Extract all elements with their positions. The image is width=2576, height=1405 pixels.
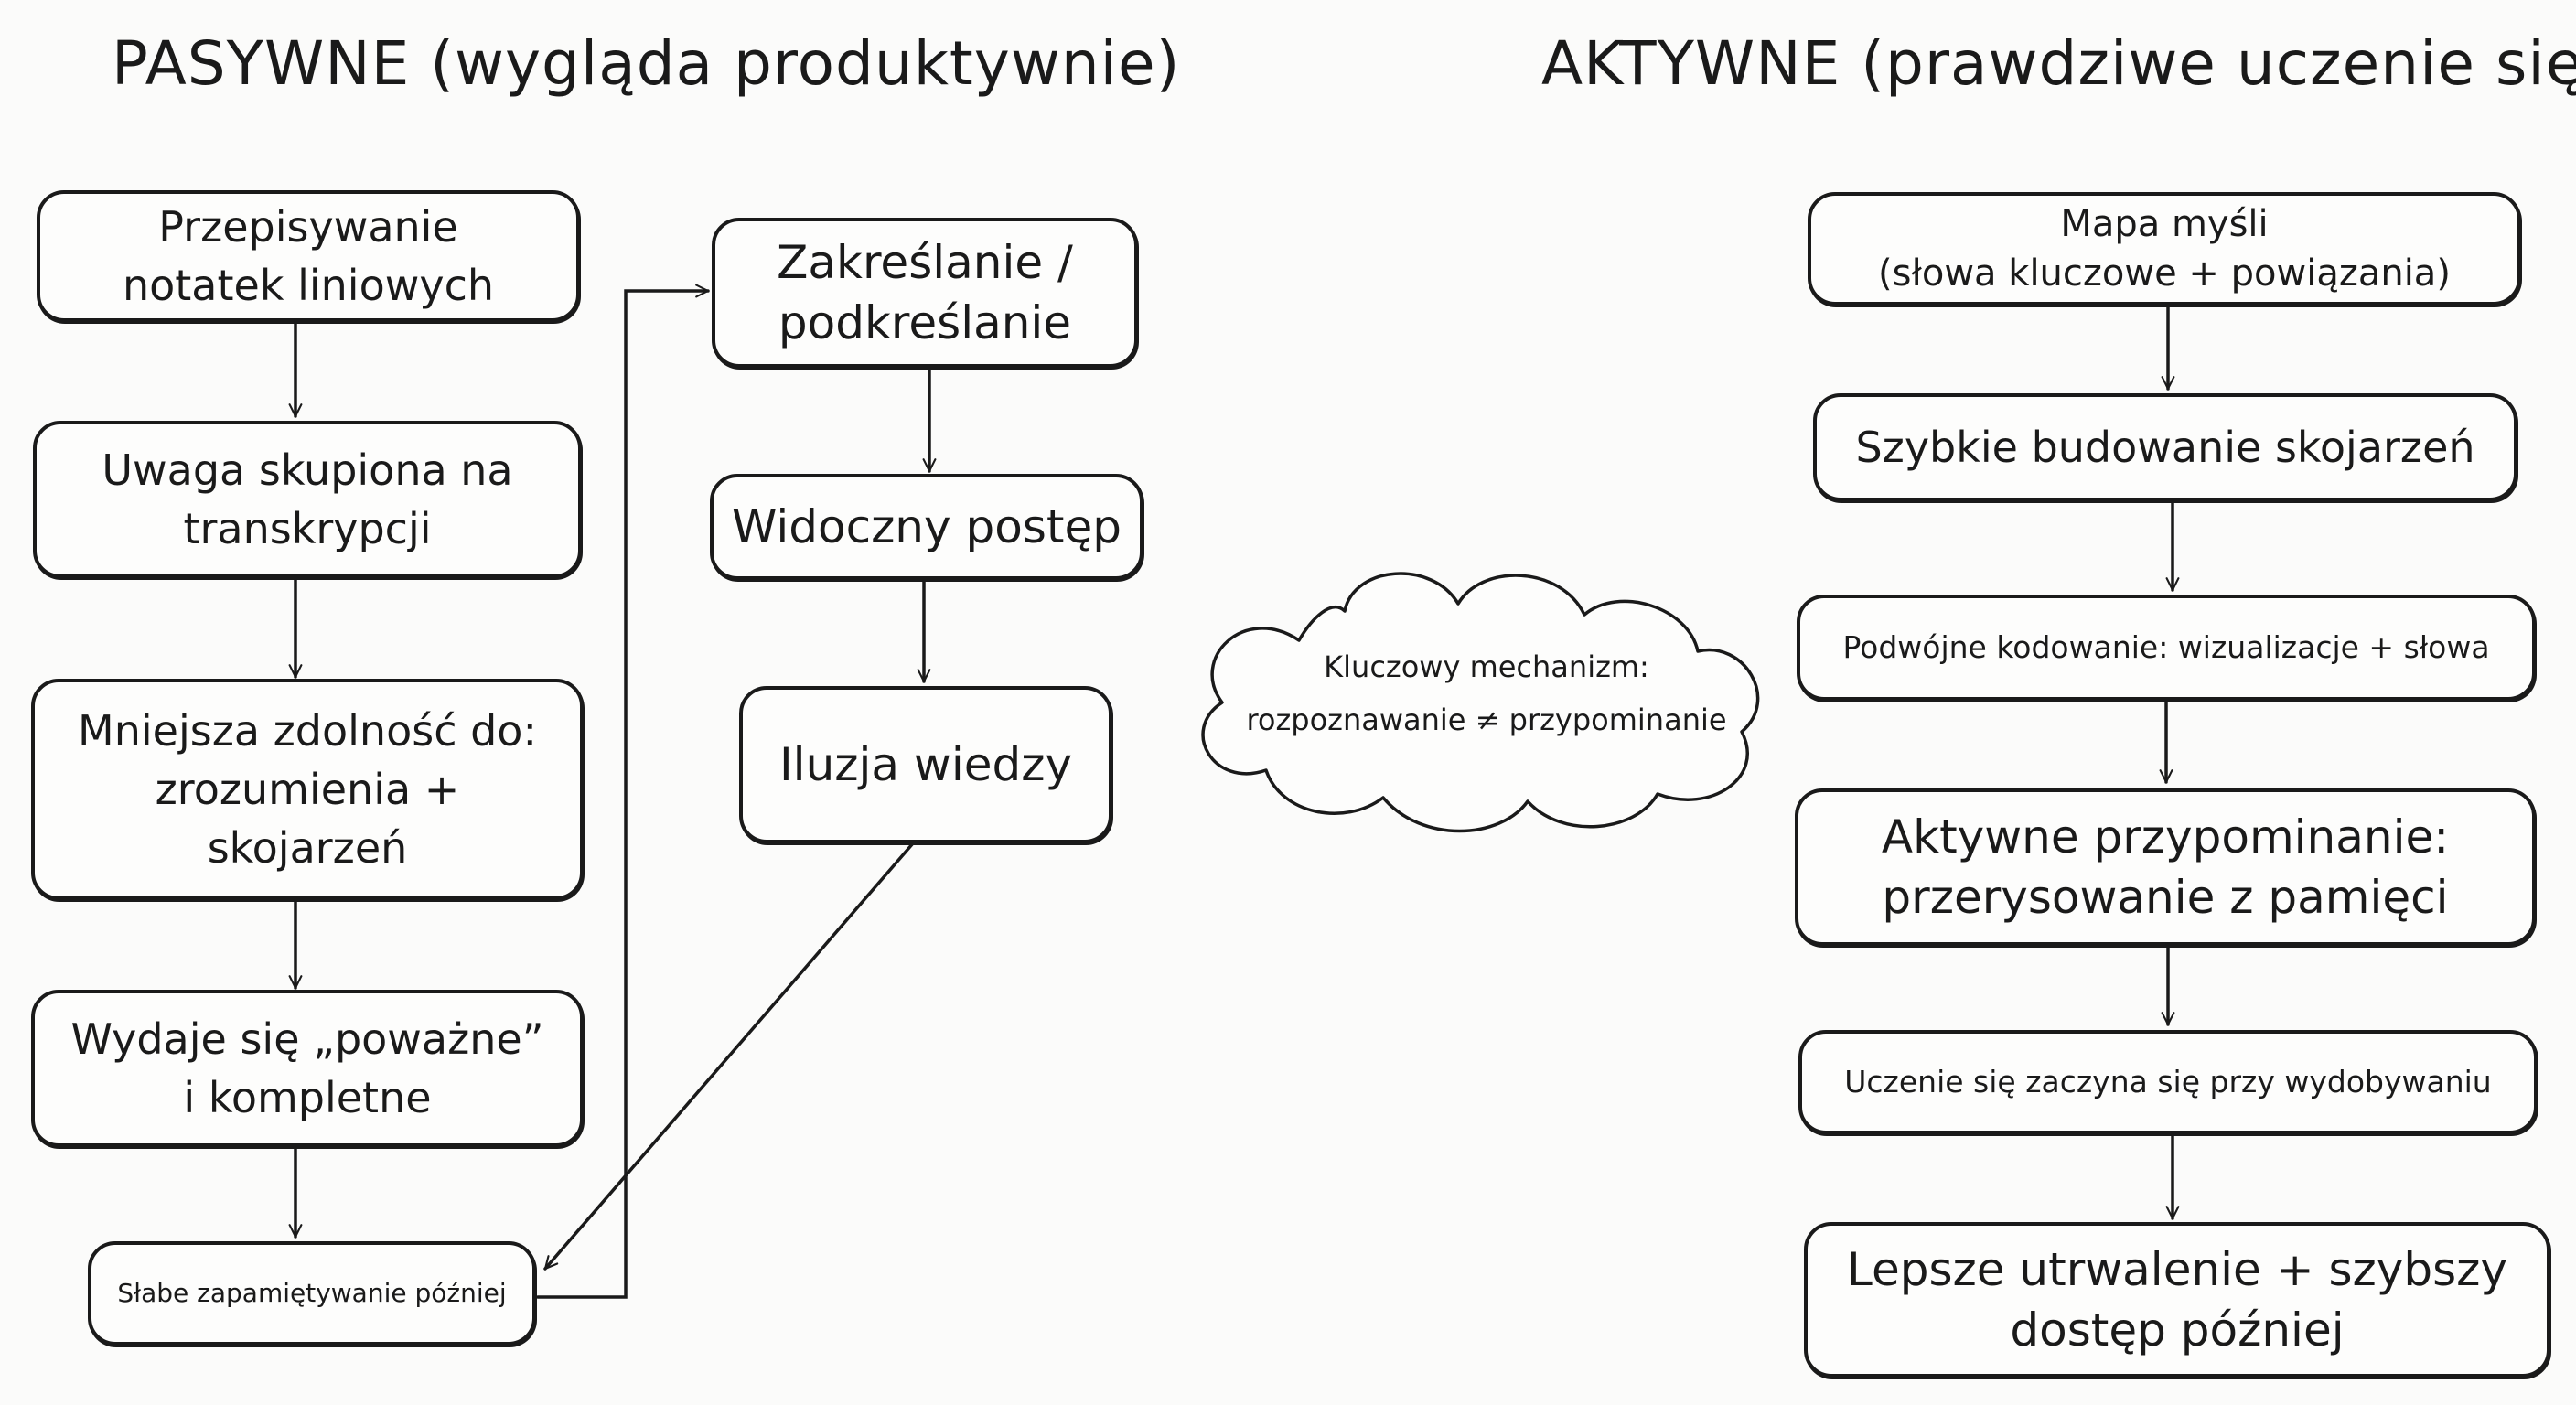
arrow-weak-to-highlight <box>536 291 710 1299</box>
passive-box-illusion: Iluzja wiedzy <box>739 686 1112 843</box>
arrow-illusion-to-weak <box>543 842 915 1269</box>
active-box-4: Aktywne przypominanie:przerysowanie z pa… <box>1795 788 2536 946</box>
passive-box-weak-recall: Słabe zapamiętywanie później <box>88 1241 536 1346</box>
passive-box-progress: Widoczny postęp <box>710 474 1143 580</box>
heading-active: AKTYWNE (prawdziwe uczenie się) <box>1541 28 2576 99</box>
active-box-3: Podwójne kodowanie: wizualizacje + słowa <box>1797 595 2536 701</box>
active-box-1: Mapa myśli(słowa kluczowe + powiązania) <box>1808 192 2521 306</box>
passive-box-4: Wydaje się „poważne”i kompletne <box>31 990 584 1147</box>
active-box-5: Uczenie się zaczyna się przy wydobywaniu <box>1798 1030 2538 1134</box>
cloud-text: Kluczowy mechanizm: rozpoznawanie ≠ przy… <box>1246 649 1727 737</box>
passive-box-3: Mniejsza zdolność do:zrozumienia +skojar… <box>31 679 584 900</box>
cloud-shape <box>1201 572 1760 833</box>
passive-box-highlighting: Zakreślanie /podkreślanie <box>712 218 1138 368</box>
heading-passive: PASYWNE (wygląda produktywnie) <box>112 28 1181 99</box>
active-box-2: Szybkie budowanie skojarzeń <box>1813 393 2517 501</box>
